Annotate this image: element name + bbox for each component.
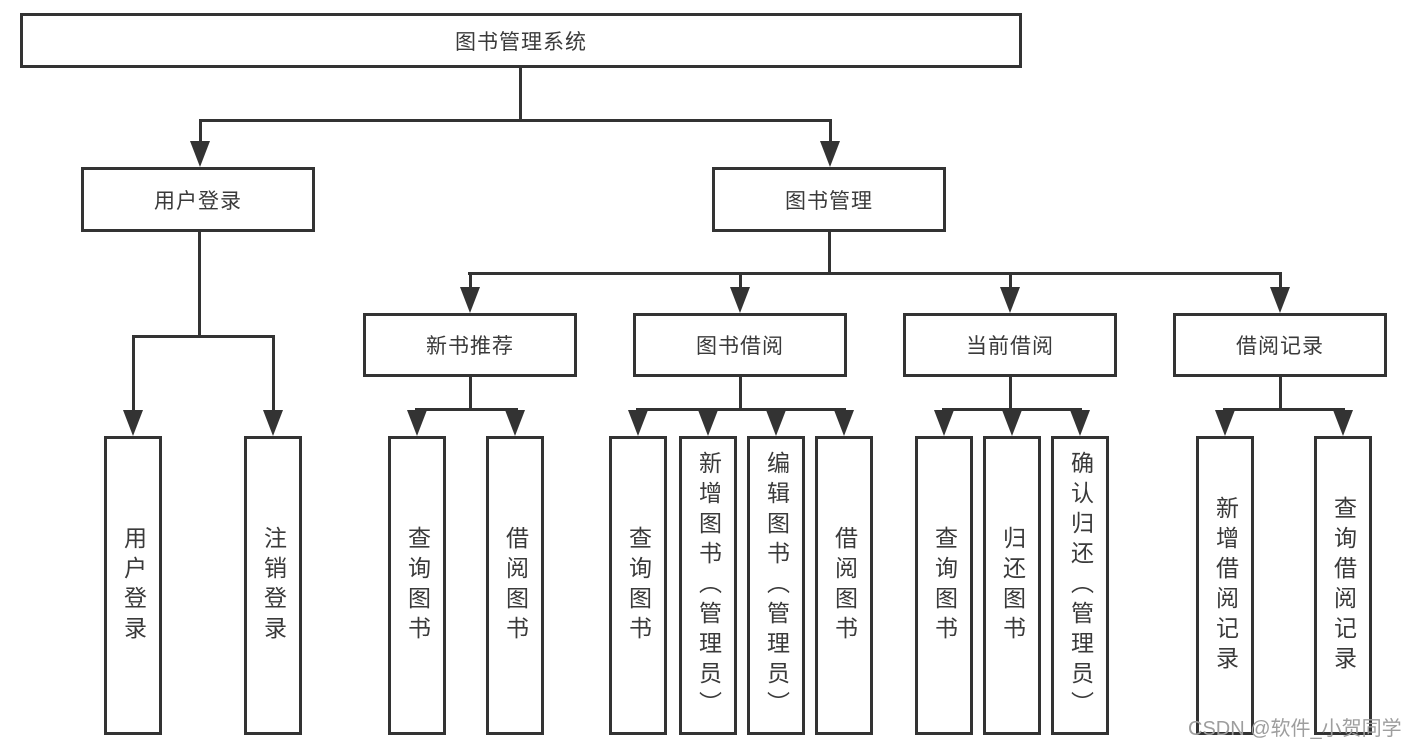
arrow-to-current-borrow (1000, 287, 1020, 313)
leaf-logout-label: 注销登录 (260, 525, 287, 646)
connector-logout-drop (272, 338, 275, 414)
node-book-borrow: 图书借阅 (633, 313, 847, 377)
node-new-book-rec: 新书推荐 (363, 313, 577, 377)
leaf-add-book-admin: 新增图书（管理员） (679, 436, 737, 735)
arrow-to-query-record (1333, 410, 1353, 436)
connector-current-borrow-drop (1009, 275, 1012, 289)
connector-root-left-drop (199, 122, 202, 144)
connector-book-borrow-drop (739, 275, 742, 289)
leaf-return-book: 归还图书 (983, 436, 1041, 735)
connector-user-login-split (132, 335, 275, 338)
leaf-borrow-book-2: 借阅图书 (815, 436, 873, 735)
leaf-borrow-book-1: 借阅图书 (486, 436, 544, 735)
leaf-query-borrow-record: 查询借阅记录 (1314, 436, 1372, 735)
leaf-confirm-return-admin-label: 确认归还（管理员） (1067, 450, 1094, 721)
node-book-mgmt: 图书管理 (712, 167, 946, 232)
node-user-login: 用户登录 (81, 167, 315, 232)
connector-root-stem (519, 66, 522, 119)
node-borrow-records: 借阅记录 (1173, 313, 1387, 377)
arrow-to-return-book (1002, 410, 1022, 436)
leaf-query-book-1: 查询图书 (388, 436, 446, 735)
connector-book-mgmt-split (468, 272, 1282, 275)
arrow-to-query-book-1 (407, 410, 427, 436)
arrow-to-edit-book (766, 410, 786, 436)
connector-book-borrow-stem (739, 377, 742, 408)
arrow-to-confirm-return (1070, 410, 1090, 436)
arrow-to-new-book-rec (460, 287, 480, 313)
leaf-confirm-return-admin: 确认归还（管理员） (1051, 436, 1109, 735)
leaf-add-book-admin-label: 新增图书（管理员） (695, 450, 722, 721)
leaf-query-book-3-label: 查询图书 (931, 525, 958, 646)
connector-login-drop (132, 338, 135, 414)
leaf-query-book-2-label: 查询图书 (625, 525, 652, 646)
arrow-to-add-record (1215, 410, 1235, 436)
connector-new-book-split (415, 408, 518, 411)
leaf-query-book-1-label: 查询图书 (404, 525, 431, 646)
arrow-to-book-mgmt (820, 141, 840, 167)
node-current-borrow: 当前借阅 (903, 313, 1117, 377)
arrow-to-borrow-book-2 (834, 410, 854, 436)
csdn-watermark: CSDN @软件_小贺同学 (1188, 718, 1402, 740)
leaf-return-book-label: 归还图书 (999, 525, 1026, 646)
arrow-to-query-book-3 (934, 410, 954, 436)
connector-new-book-stem (469, 377, 472, 408)
connector-user-login-stem (198, 232, 201, 335)
arrow-to-logout (263, 410, 283, 436)
arrow-to-book-borrow (730, 287, 750, 313)
leaf-borrow-book-1-label: 借阅图书 (502, 525, 529, 646)
connector-borrow-records-stem (1279, 377, 1282, 408)
leaf-user-login-label: 用户登录 (120, 525, 147, 646)
connector-new-book-drop (469, 275, 472, 289)
leaf-add-borrow-record-label: 新增借阅记录 (1212, 495, 1239, 676)
connector-borrow-records-split (1223, 408, 1345, 411)
leaf-edit-book-admin: 编辑图书（管理员） (747, 436, 805, 735)
arrow-to-login (123, 410, 143, 436)
arrow-to-add-book (698, 410, 718, 436)
connector-current-borrow-stem (1009, 377, 1012, 408)
arrow-to-borrow-book-1 (505, 410, 525, 436)
leaf-query-book-2: 查询图书 (609, 436, 667, 735)
leaf-query-book-3: 查询图书 (915, 436, 973, 735)
leaf-user-login: 用户登录 (104, 436, 162, 735)
connector-root-right-drop (829, 122, 832, 144)
leaf-add-borrow-record: 新增借阅记录 (1196, 436, 1254, 735)
connector-borrow-records-drop (1279, 275, 1282, 289)
leaf-query-borrow-record-label: 查询借阅记录 (1330, 495, 1357, 676)
connector-book-borrow-split (636, 408, 846, 411)
arrow-to-borrow-records (1270, 287, 1290, 313)
connector-root-split (199, 119, 832, 122)
node-library-management-system: 图书管理系统 (20, 13, 1022, 68)
leaf-edit-book-admin-label: 编辑图书（管理员） (763, 450, 790, 721)
connector-current-borrow-split (942, 408, 1082, 411)
leaf-logout: 注销登录 (244, 436, 302, 735)
leaf-borrow-book-2-label: 借阅图书 (831, 525, 858, 646)
connector-book-mgmt-stem (828, 232, 831, 272)
arrow-to-user-login (190, 141, 210, 167)
arrow-to-query-book-2 (628, 410, 648, 436)
